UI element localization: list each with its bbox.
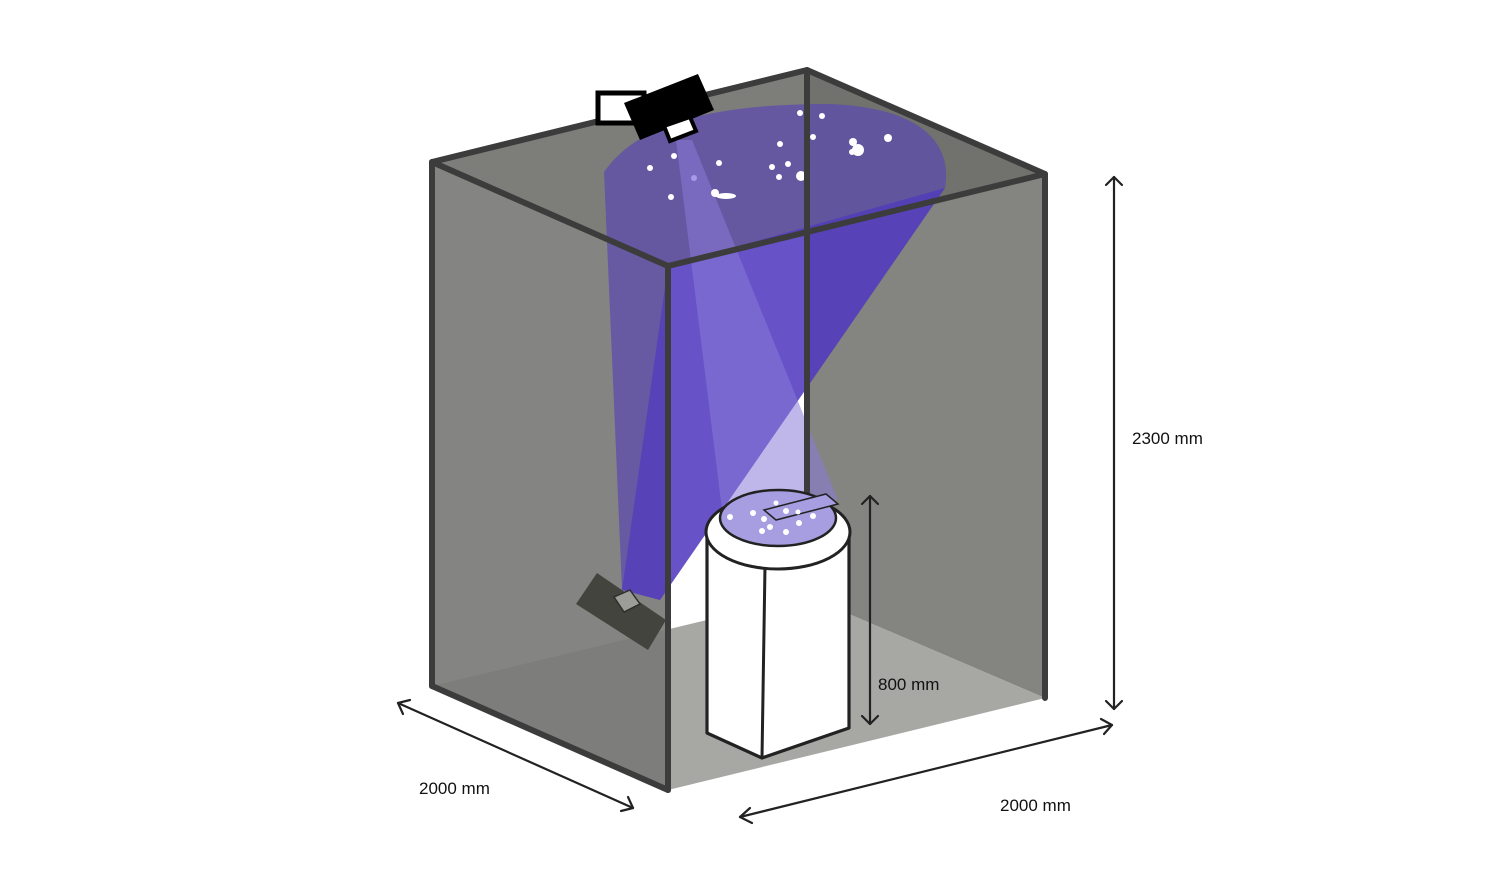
projector-beam: [676, 140, 838, 510]
right-width-label: 2000 mm: [1000, 796, 1071, 815]
frame-edge-floor-left: [429, 683, 671, 793]
height-dimension: [1104, 175, 1124, 711]
left-wall: [432, 162, 668, 790]
table-height-label: 800 mm: [878, 675, 939, 694]
frame-edge-front-ceiling: [429, 159, 671, 269]
ceiling-dots: [647, 110, 892, 200]
table-height-dimension: [860, 494, 880, 726]
frame-edge-right-ceiling: [665, 171, 1048, 269]
projector-camera-icon: [595, 74, 714, 144]
turntable-icon: [704, 488, 852, 760]
height-label: 2300 mm: [1132, 429, 1203, 448]
light-source-icon: [576, 573, 666, 650]
left-width-dimension: [396, 698, 635, 813]
right-width-dimension: [738, 717, 1114, 825]
left-width-label: 2000 mm: [419, 779, 490, 798]
